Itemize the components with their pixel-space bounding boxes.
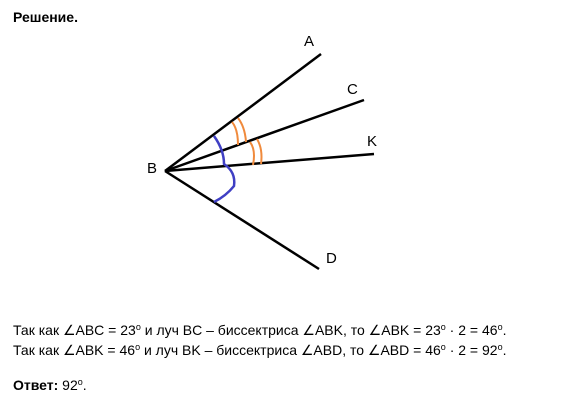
solution-line-1: Так как ∠ABC = 23o и луч BC – биссектрис… — [13, 322, 507, 338]
answer-label: Ответ: — [13, 377, 59, 393]
solution-heading: Решение. — [13, 9, 78, 25]
solution-text: Так как ∠ABC = 23o и луч BC – биссектрис… — [13, 320, 506, 360]
arc-angle-abc — [231, 117, 247, 146]
label-point-a: A — [304, 33, 314, 50]
label-point-d: D — [326, 250, 337, 267]
solution-line-2: Так как ∠ABK = 46o и луч BK – биссектрис… — [13, 342, 507, 358]
angle-figure: A C K B D — [147, 33, 377, 271]
answer-line: Ответ: 92o. — [13, 377, 87, 393]
answer-value: 92 — [58, 377, 78, 393]
arc-angle-large — [212, 135, 236, 204]
label-point-b: B — [147, 160, 157, 177]
label-point-k: K — [367, 133, 377, 150]
label-point-c: C — [347, 81, 358, 98]
ray-bc — [164, 98, 365, 173]
arc-angle-cbk — [249, 138, 263, 166]
ray-bk — [164, 152, 375, 173]
ray-bd — [164, 169, 320, 271]
ray-ba — [164, 53, 322, 172]
